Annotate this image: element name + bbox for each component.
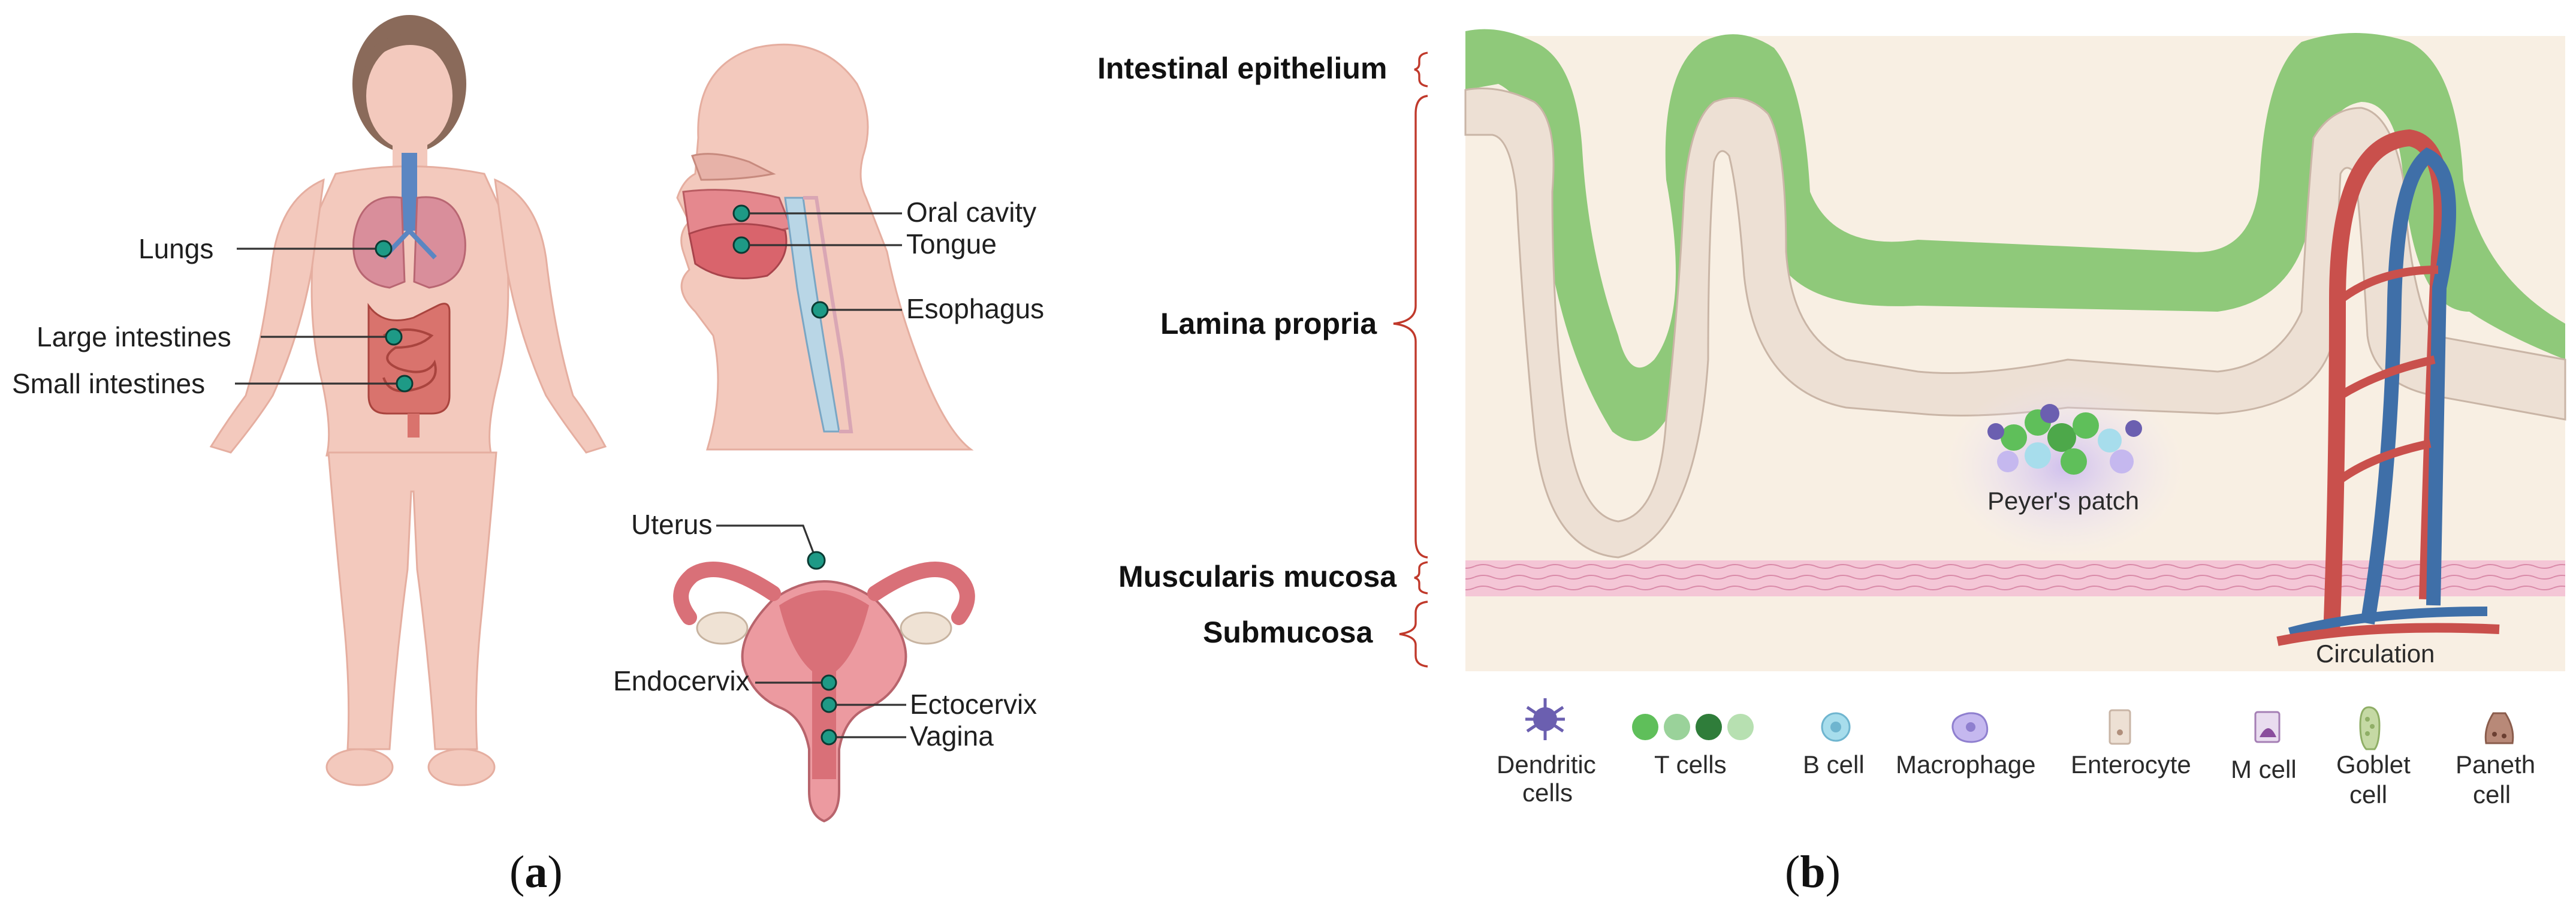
- legend-dendritic-label-1: Dendritic: [1497, 750, 1596, 779]
- legend-t-cells-icon: [1632, 714, 1754, 740]
- marker-endocervix: [821, 674, 837, 691]
- marker-tongue: [732, 236, 750, 254]
- circulation-vessels: [2276, 129, 2500, 646]
- legend-goblet-label-1: Goblet: [2336, 750, 2411, 779]
- label-oral-cavity: Oral cavity: [906, 197, 1036, 228]
- label-endocervix: Endocervix: [613, 665, 750, 696]
- legend-dendritic-icon: [1525, 698, 1565, 740]
- legend-paneth-label-1: Paneth: [2456, 750, 2535, 779]
- label-ectocervix: Ectocervix: [910, 689, 1037, 720]
- legend-enterocyte-icon: [2109, 709, 2131, 745]
- label-vagina: Vagina: [910, 720, 994, 752]
- legend-macrophage-icon: [1951, 712, 1989, 743]
- muscularis-mucosa-band: [1465, 560, 2565, 596]
- body-annotations: Lungs Large intestines Small intestines: [12, 233, 414, 399]
- legend-paneth-cell-icon: [2484, 712, 2514, 744]
- marker-large-intestines: [385, 328, 403, 346]
- legend-enterocyte-label: Enterocyte: [2071, 750, 2191, 779]
- label-peyers-patch: Peyer's patch: [1987, 487, 2139, 515]
- panel-b: Peyer's patch Circulation Intestinal epi…: [1097, 29, 2566, 897]
- cell-legend: Dendritic cells T cells B cell Macroph: [1497, 698, 2535, 809]
- marker-oral-cavity: [732, 204, 750, 222]
- legend-m-cell-icon: [2254, 711, 2281, 743]
- label-lamina-propria: Lamina propria: [1160, 307, 1377, 340]
- marker-esophagus: [811, 301, 829, 319]
- label-circulation: Circulation: [2316, 640, 2435, 668]
- label-submucosa: Submucosa: [1203, 616, 1374, 649]
- label-tongue: Tongue: [906, 228, 997, 260]
- peyers-patch: [1945, 378, 2185, 557]
- marker-small-intestines: [396, 375, 414, 393]
- legend-goblet-cell-icon: [2359, 706, 2381, 750]
- label-muscularis-mucosa: Muscularis mucosa: [1118, 560, 1397, 593]
- legend-b-cell-label: B cell: [1803, 750, 1865, 779]
- label-lungs: Lungs: [138, 233, 213, 264]
- marker-uterus: [807, 551, 826, 570]
- panel-label-b: (b): [1785, 847, 1841, 897]
- marker-ectocervix: [821, 696, 837, 713]
- panel-a: Lungs Large intestines Small intestines: [12, 15, 1044, 897]
- legend-dendritic-label-2: cells: [1522, 779, 1573, 807]
- legend-b-cell-icon: [1821, 712, 1851, 742]
- marker-lungs: [375, 240, 393, 258]
- label-intestinal-epithelium: Intestinal epithelium: [1097, 52, 1387, 85]
- reproductive-annotations: Uterus Endocervix Ectocervix Vagina: [613, 509, 1037, 752]
- label-small-intestines: Small intestines: [12, 368, 205, 399]
- marker-vagina: [821, 729, 837, 746]
- legend-paneth-label-2: cell: [2473, 780, 2511, 809]
- legend-macrophage-label: Macrophage: [1896, 750, 2035, 779]
- label-esophagus: Esophagus: [906, 293, 1044, 324]
- head-annotations: Oral cavity Tongue Esophagus: [732, 197, 1044, 324]
- mucus-layer: [1465, 29, 2565, 442]
- label-uterus: Uterus: [631, 509, 712, 540]
- panel-label-a: (a): [509, 847, 563, 897]
- label-large-intestines: Large intestines: [37, 321, 231, 352]
- legend-t-cells-label: T cells: [1654, 750, 1727, 779]
- legend-goblet-label-2: cell: [2349, 780, 2387, 809]
- human-body-illustration: [209, 15, 607, 786]
- legend-m-cell-label: M cell: [2231, 755, 2297, 783]
- layer-annotations: Intestinal epithelium Lamina propria Mus…: [1097, 52, 1428, 668]
